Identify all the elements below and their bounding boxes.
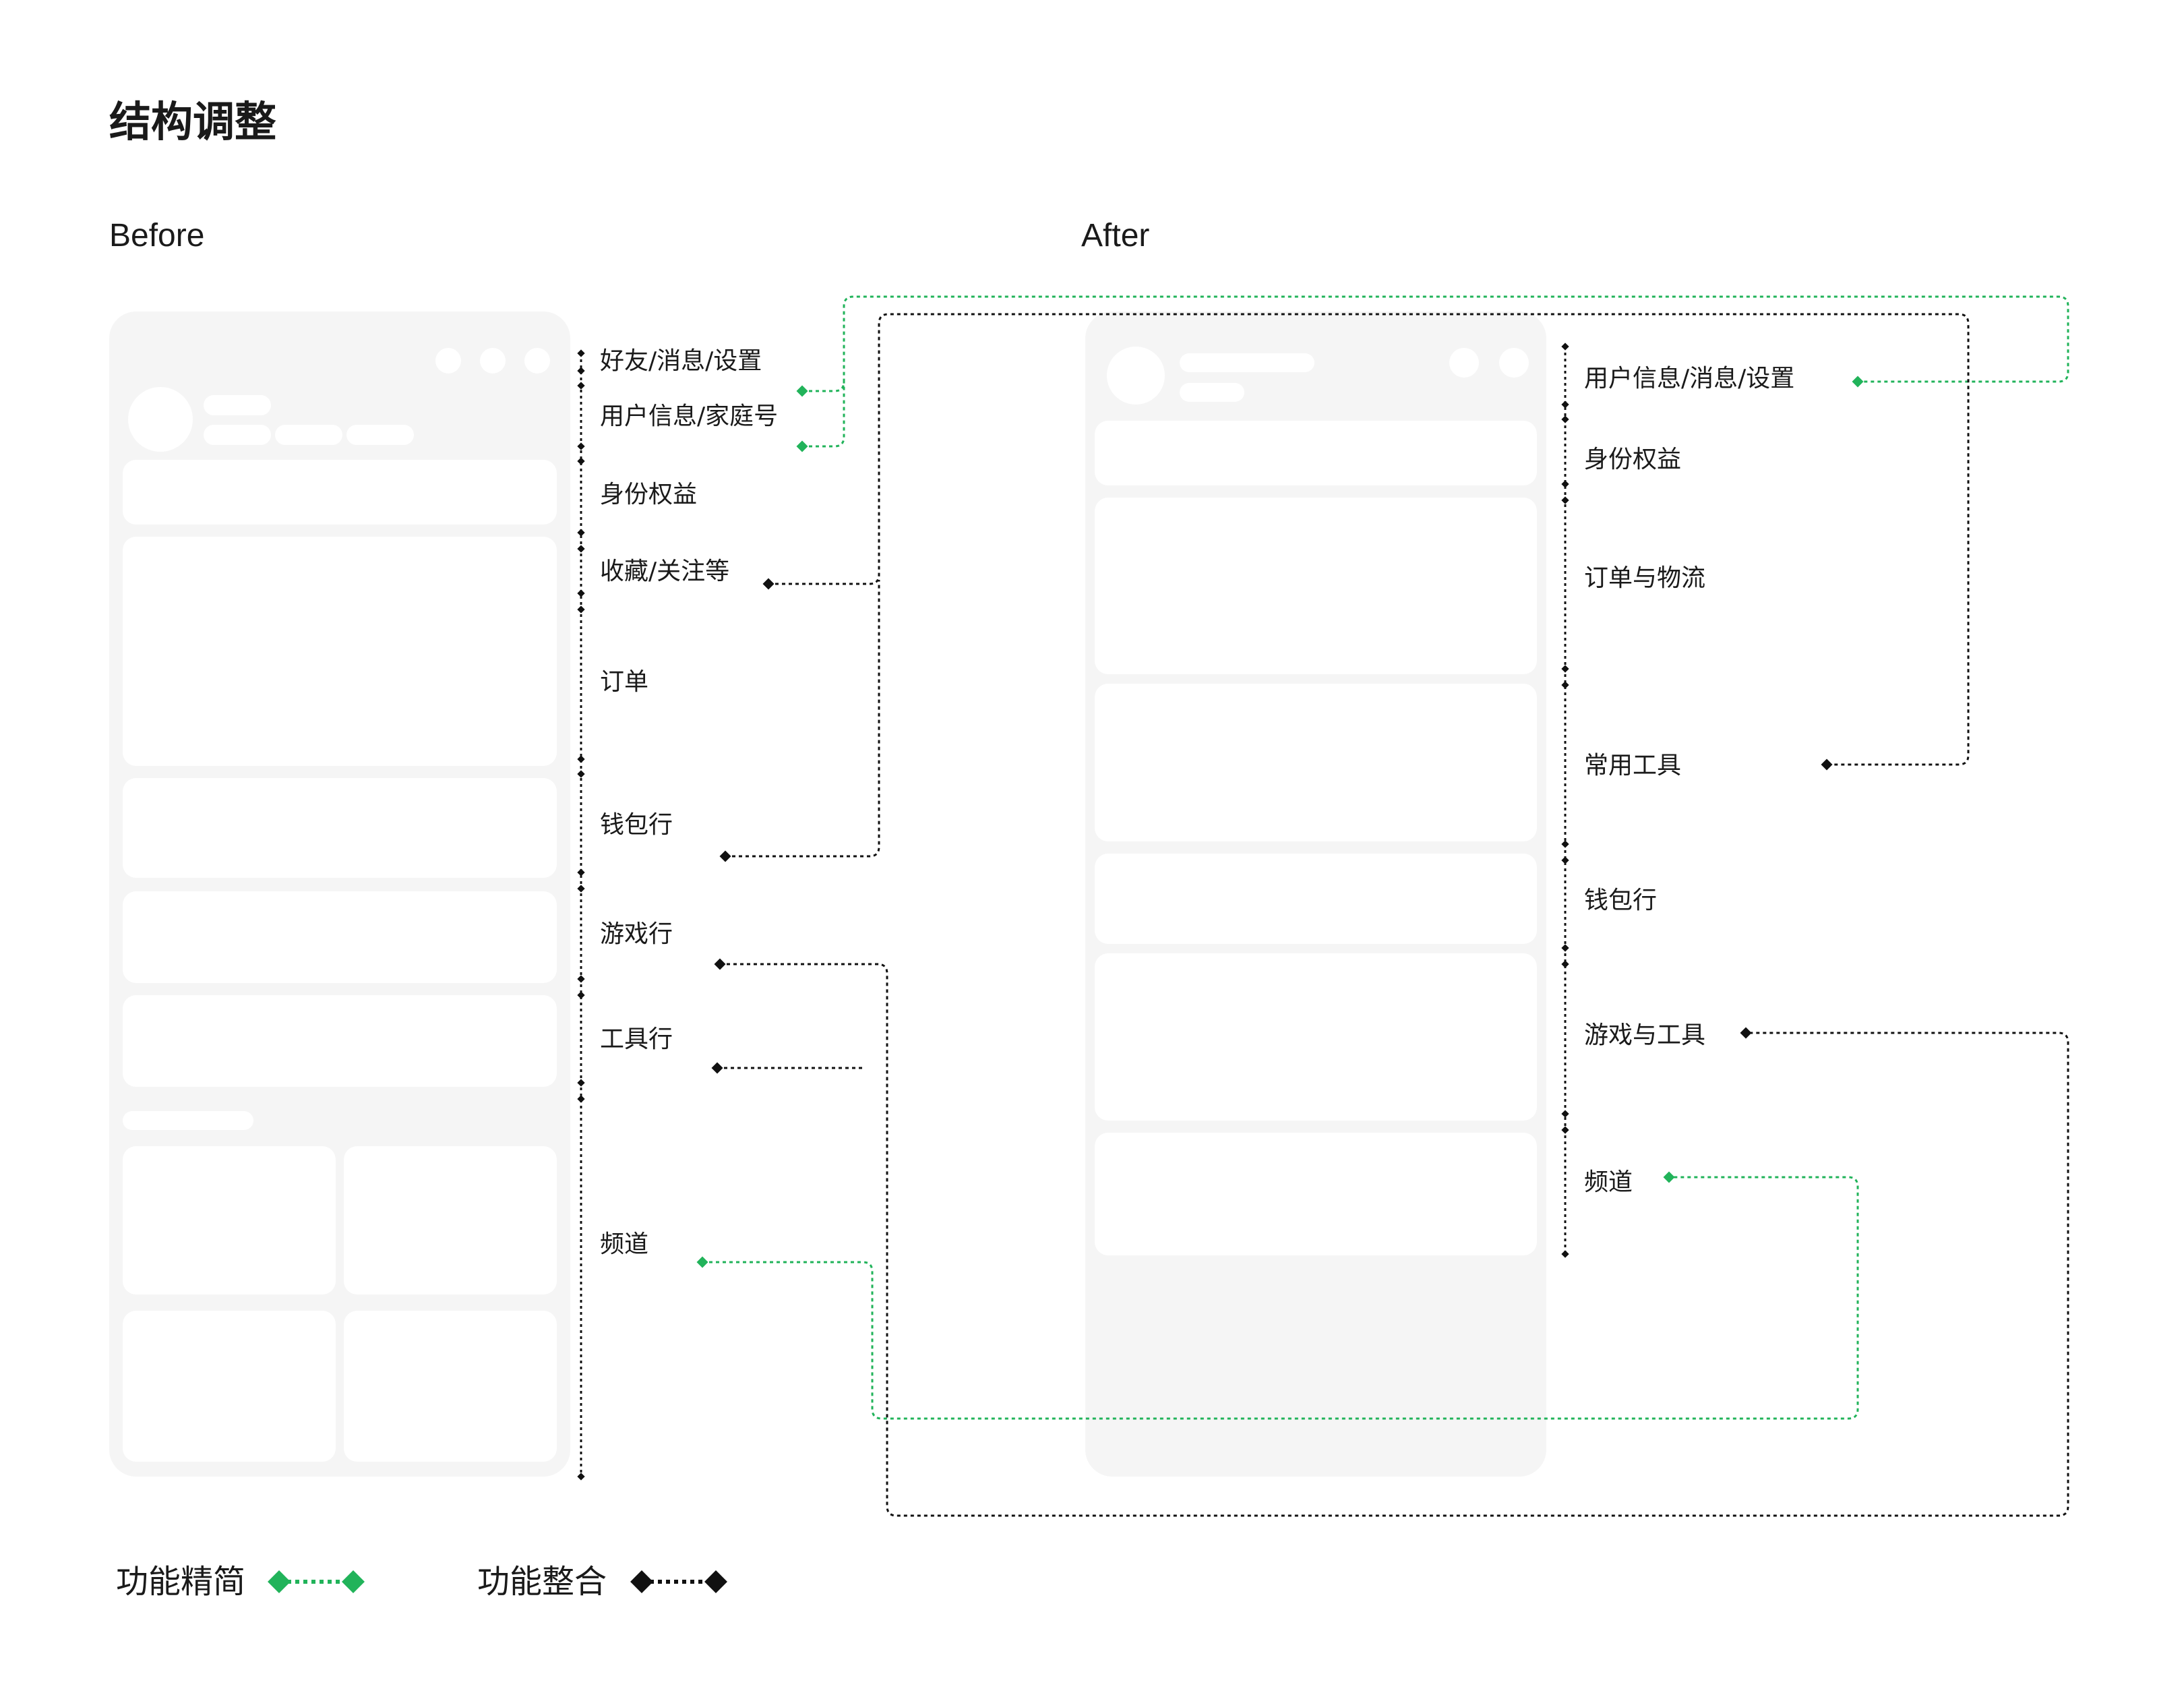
ruler-tick (1561, 496, 1569, 504)
ruler-tick (577, 770, 585, 778)
after-header-icon (1499, 348, 1529, 378)
after-section-user-info-messages-settings: 用户信息/消息/设置 (1584, 365, 1795, 392)
ruler-tick (577, 991, 585, 999)
before-section-wallet-row: 钱包行 (600, 811, 673, 839)
after-card (1095, 953, 1537, 1121)
after-section-wallet-row: 钱包行 (1584, 887, 1658, 914)
simplify-connectors (702, 295, 2069, 1420)
connector-game-to-games-tools (720, 963, 2069, 1517)
connector-favorites-to-tools (768, 313, 1970, 766)
legend-integrate-glyph (630, 1570, 727, 1593)
connector-wallet-to-tools (725, 580, 880, 858)
connector-userinfo-to-userinfo (802, 378, 845, 448)
legend-integrate-label: 功能整合 (477, 1563, 607, 1601)
ruler-tick (577, 589, 585, 597)
before-section-tool-row: 工具行 (600, 1025, 673, 1053)
after-ruler-ticks (1561, 343, 1569, 1258)
ruler-tick (1561, 665, 1569, 673)
after-section-channel: 频道 (1584, 1168, 1633, 1196)
before-tag-placeholder (204, 425, 271, 445)
after-section-identity-benefits: 身份权益 (1584, 446, 1682, 473)
before-name-placeholder (204, 395, 271, 415)
after-section-orders-logistics: 订单与物流 (1584, 564, 1706, 592)
ruler-tick (577, 457, 585, 465)
before-grid-card (344, 1311, 557, 1462)
ruler-tick (577, 1095, 585, 1103)
ruler-tick (577, 1473, 585, 1481)
ruler-tick (1561, 343, 1569, 351)
after-card (1095, 854, 1537, 944)
before-section-user-info-family: 用户信息/家庭号 (600, 403, 779, 430)
before-section-favorites-follows: 收藏/关注等 (600, 558, 730, 585)
connector-channel-to-channel (702, 1176, 1859, 1420)
before-grid-card (344, 1146, 557, 1295)
after-avatar (1107, 347, 1165, 405)
after-label: After (1081, 218, 1150, 254)
before-card (123, 995, 557, 1087)
after-tag-placeholder (1180, 383, 1244, 402)
before-card (123, 460, 557, 525)
before-section-game-row: 游戏行 (600, 920, 673, 948)
ruler-tick (577, 868, 585, 876)
ruler-tick (577, 545, 585, 553)
ruler-tick (1561, 1126, 1569, 1134)
after-card (1095, 498, 1537, 674)
ruler-tick (577, 529, 585, 537)
ruler-tick (1561, 1110, 1569, 1118)
before-card (123, 537, 557, 766)
simplify-connector-ends (696, 376, 1864, 1268)
after-section-games-tools: 游戏与工具 (1584, 1021, 1706, 1049)
after-section-common-tools: 常用工具 (1584, 752, 1682, 779)
before-label: Before (109, 218, 205, 254)
ruler-tick (1561, 400, 1569, 409)
before-section-channel: 频道 (600, 1230, 649, 1258)
after-card (1095, 1133, 1537, 1255)
after-phone-wireframe (1085, 311, 1546, 1477)
integrate-connectors (717, 313, 2069, 1517)
ruler-tick (577, 975, 585, 983)
legend-simplify-label: 功能精简 (116, 1563, 246, 1601)
ruler-tick (1561, 960, 1569, 968)
ruler-tick (577, 885, 585, 893)
ruler-tick (1561, 415, 1569, 423)
page-title: 结构调整 (109, 97, 277, 146)
before-tag-placeholder (346, 425, 414, 445)
before-header-icon (435, 348, 461, 374)
ruler-tick (577, 1079, 585, 1087)
integrate-connector-ends (711, 578, 1833, 1074)
ruler-tick (1561, 480, 1569, 488)
ruler-tick (577, 349, 585, 357)
ruler-tick (577, 367, 585, 375)
ruler-tick (1561, 840, 1569, 848)
ruler-tick (577, 442, 585, 450)
before-section-orders: 订单 (600, 668, 649, 696)
ruler-tick (1561, 856, 1569, 864)
after-card (1095, 684, 1537, 841)
before-subtitle-placeholder (123, 1111, 253, 1130)
before-section-friends-messages-settings: 好友/消息/设置 (600, 347, 762, 375)
before-phone-wireframe (109, 311, 570, 1477)
before-header-icon (524, 348, 550, 374)
before-grid-card (123, 1311, 336, 1462)
ruler-tick (1561, 681, 1569, 689)
before-section-identity-benefits: 身份权益 (600, 481, 698, 508)
before-card (123, 891, 557, 983)
connector-friends-to-userinfo (802, 295, 2069, 392)
after-name-placeholder (1180, 353, 1314, 372)
before-header-icon (480, 348, 506, 374)
ruler-tick (577, 605, 585, 614)
ruler-tick (1561, 944, 1569, 952)
legend-simplify-glyph (268, 1570, 365, 1593)
before-grid-card (123, 1146, 336, 1295)
ruler-tick (1561, 1250, 1569, 1258)
after-card (1095, 421, 1537, 485)
before-ruler-ticks (577, 349, 585, 1481)
before-card (123, 778, 557, 878)
ruler-tick (577, 382, 585, 390)
before-avatar (128, 387, 193, 452)
before-tag-placeholder (275, 425, 342, 445)
after-header-icon (1449, 348, 1479, 378)
ruler-tick (577, 755, 585, 763)
